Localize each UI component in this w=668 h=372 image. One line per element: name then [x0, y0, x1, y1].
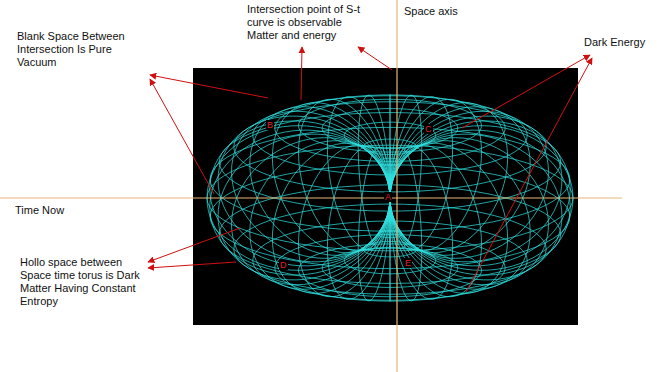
leader-lines: [148, 47, 592, 292]
torus-grid-line: [390, 146, 453, 299]
torus-grid-line: [378, 231, 403, 238]
torus-grid-line: [390, 143, 508, 293]
time-axis-line: [0, 197, 622, 198]
torus-grid-line: [272, 143, 390, 293]
torus-grid-line: [299, 244, 482, 297]
leader-line: [150, 75, 268, 98]
leader-line: [148, 228, 240, 262]
torus-grid-line: [378, 158, 403, 165]
leader-line: [301, 47, 302, 100]
leader-line: [466, 58, 592, 292]
point-letter: B: [266, 120, 274, 130]
torus-grid-line: [219, 113, 560, 212]
callout-note: Intersection point of S-t curve is obser…: [247, 3, 363, 42]
torus-grid-line: [322, 109, 458, 148]
torus-grid-line: [253, 96, 528, 175]
leader-line: [148, 262, 236, 268]
axis-label: Space axis: [404, 5, 458, 18]
black-panel: [193, 68, 578, 325]
torus-grid-line: [234, 102, 546, 192]
space-axis-line: [396, 0, 397, 372]
torus-grid-line: [387, 178, 393, 180]
torus-grid-line: [218, 116, 390, 262]
callout-note: Hollo space between Space time torus is …: [20, 256, 144, 308]
point-letter: A: [384, 192, 392, 202]
torus-grid-line: [390, 147, 391, 301]
torus-grid-line: [390, 138, 548, 285]
callout-note: Dark Energy: [584, 36, 645, 49]
torus-grid-line: [344, 247, 436, 273]
point-letter: D: [279, 260, 288, 270]
axis-label: Time Now: [15, 204, 64, 217]
point-letter: E: [404, 258, 412, 268]
torus-grid-line: [232, 111, 390, 258]
torus-grid-line: [275, 95, 505, 161]
torus-grid-line: [390, 141, 530, 290]
torus-grid-line: [390, 103, 508, 253]
torus-grid-line: [390, 134, 562, 280]
torus-grid-line: [363, 139, 417, 154]
point-letter: C: [424, 124, 433, 134]
torus-grid-line: [344, 122, 436, 148]
torus-grid-line: [272, 103, 390, 253]
torus-grid-line: [275, 235, 505, 301]
leader-line: [462, 55, 590, 128]
callout-note: Blank Space Between Intersection Is Pure…: [17, 30, 127, 69]
torus-grid-line: [232, 138, 390, 285]
torus-grid-line: [299, 99, 482, 152]
torus-grid-line: [390, 111, 548, 258]
torus-grid-line: [327, 146, 390, 299]
leader-line: [150, 79, 214, 194]
torus-grid-line: [210, 165, 570, 269]
torus-grid-line: [387, 216, 393, 218]
leader-line: [358, 47, 392, 70]
torus-grid-line: [234, 204, 546, 294]
torus-grid-line: [250, 107, 390, 256]
torus-grid-line: [358, 147, 390, 301]
